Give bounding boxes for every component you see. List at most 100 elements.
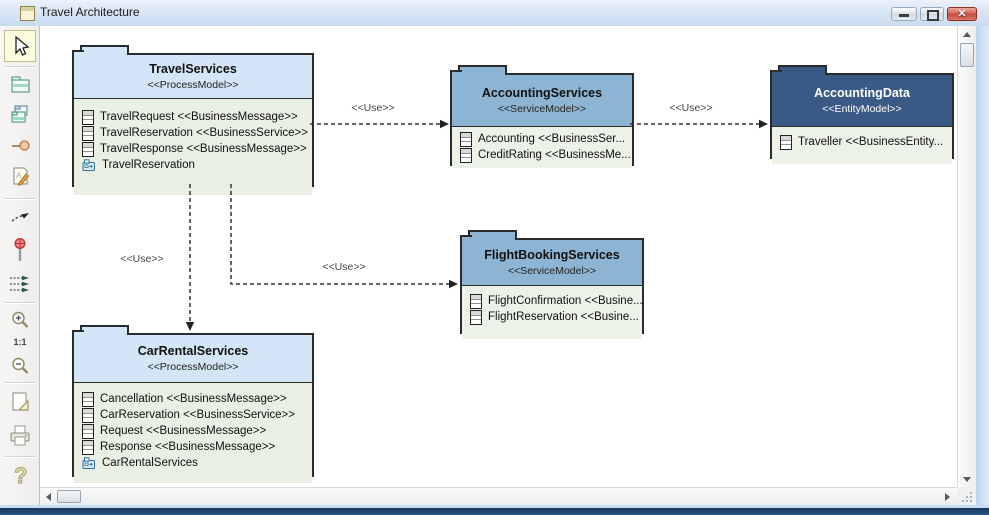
- package-icon: [11, 76, 30, 93]
- tool-pin[interactable]: [4, 130, 36, 158]
- package-item[interactable]: FlightConfirmation <<Busine...: [462, 293, 642, 309]
- arrow-left-icon: [45, 492, 51, 501]
- package-item[interactable]: TravelRequest <<BusinessMessage>>: [74, 109, 312, 125]
- package-tab-step: [770, 70, 782, 77]
- package-stereotype: <<ProcessModel>>: [147, 361, 239, 373]
- use-stereotype-label[interactable]: <<Use>>: [120, 253, 164, 265]
- item-label: Response <<BusinessMessage>>: [100, 441, 276, 453]
- close-button[interactable]: ✕: [947, 7, 977, 21]
- package-item[interactable]: TravelReservation: [74, 157, 312, 173]
- dependency-set-icon: [10, 275, 29, 293]
- package-stereotype: <<ProcessModel>>: [147, 79, 239, 91]
- package-travelservices[interactable]: TravelServices <<ProcessModel>> TravelRe…: [72, 45, 314, 195]
- tool-zoom-out[interactable]: [4, 352, 36, 380]
- class-icon: [82, 125, 94, 141]
- package-name: TravelServices: [149, 62, 237, 76]
- package-item[interactable]: CarReservation <<BusinessService>>: [74, 407, 312, 423]
- class-icon: [82, 109, 94, 125]
- item-label: TravelResponse <<BusinessMessage>>: [100, 143, 307, 155]
- package-item[interactable]: Request <<BusinessMessage>>: [74, 423, 312, 439]
- tool-pointer[interactable]: [4, 30, 36, 62]
- package-tab-step: [450, 70, 462, 77]
- tool-dependency-arrow[interactable]: [4, 202, 36, 230]
- vertical-scrollbar[interactable]: [957, 26, 976, 487]
- use-stereotype-label[interactable]: <<Use>>: [322, 261, 366, 273]
- svg-text:A: A: [16, 171, 22, 180]
- window-frame-bottom-edge: [0, 505, 989, 508]
- class-icon: [460, 131, 472, 147]
- use-stereotype-label[interactable]: <<Use>>: [669, 102, 713, 114]
- package-body: Traveller <<BusinessEntity...: [772, 127, 952, 164]
- restore-button[interactable]: [920, 7, 944, 21]
- package-carrentalservices[interactable]: CarRentalServices <<ProcessModel>> Cance…: [72, 325, 314, 483]
- window-frame-bottom: [0, 508, 989, 515]
- item-label: FlightConfirmation <<Busine...: [488, 295, 642, 307]
- toolbar-separator: [4, 456, 35, 457]
- package-item[interactable]: CarRentalServices: [74, 455, 312, 471]
- help-icon: ?: [14, 463, 28, 488]
- scroll-left-button[interactable]: [40, 488, 56, 505]
- package-item[interactable]: TravelResponse <<BusinessMessage>>: [74, 141, 312, 157]
- horizontal-scrollbar[interactable]: [40, 487, 957, 505]
- package-item[interactable]: CreditRating <<BusinessMe...: [452, 147, 632, 163]
- tool-new-package[interactable]: [4, 70, 36, 98]
- item-label: CarRentalServices: [102, 457, 198, 469]
- item-label: Accounting <<BusinessSer...: [478, 133, 626, 145]
- window-frame-right: [976, 26, 989, 505]
- package-tab-step: [72, 330, 84, 337]
- toolbar-separator: [4, 302, 35, 303]
- package-item[interactable]: Accounting <<BusinessSer...: [452, 131, 632, 147]
- pin-icon: [12, 140, 30, 151]
- minimize-button[interactable]: [891, 7, 917, 21]
- package-header: FlightBookingServices <<ServiceModel>>: [462, 240, 642, 286]
- scroll-down-button[interactable]: [958, 471, 976, 487]
- package-accountingservices[interactable]: AccountingServices <<ServiceModel>> Acco…: [450, 65, 634, 168]
- package-name: CarRentalServices: [137, 344, 249, 358]
- package-flightbookingservices[interactable]: FlightBookingServices <<ServiceModel>> F…: [460, 230, 644, 339]
- tool-edit-note[interactable]: A: [4, 160, 36, 192]
- item-label: CreditRating <<BusinessMe...: [478, 149, 631, 161]
- item-label: FlightReservation <<Busine...: [488, 311, 639, 323]
- package-item[interactable]: Traveller <<BusinessEntity...: [772, 134, 952, 150]
- package-body: TravelRequest <<BusinessMessage>> Travel…: [74, 99, 312, 195]
- package-item[interactable]: Cancellation <<BusinessMessage>>: [74, 391, 312, 407]
- resize-grip-icon: [962, 492, 972, 502]
- package-header: TravelServices <<ProcessModel>>: [74, 55, 312, 99]
- class-icon: [82, 141, 94, 157]
- package-item[interactable]: FlightReservation <<Busine...: [462, 309, 642, 325]
- scroll-right-button[interactable]: [939, 488, 955, 505]
- close-icon: ✕: [957, 8, 967, 20]
- package-tab-step: [460, 235, 472, 242]
- window-icon: [20, 6, 35, 21]
- dependency-arrow-icon: [11, 213, 29, 222]
- zoom-reset-label: 1:1: [13, 337, 27, 347]
- window-title: Travel Architecture: [40, 5, 140, 19]
- toolbar-separator: [4, 382, 35, 383]
- tool-page-setup[interactable]: [4, 386, 36, 418]
- scroll-up-button[interactable]: [958, 26, 976, 42]
- tool-zoom-reset[interactable]: 1:1: [4, 334, 36, 350]
- item-label: TravelReservation: [102, 159, 195, 171]
- tool-interface-pin[interactable]: [4, 232, 36, 268]
- package-header: AccountingData <<EntityModel>>: [772, 75, 952, 127]
- horizontal-scroll-thumb[interactable]: [57, 490, 81, 503]
- resize-grip[interactable]: [957, 487, 976, 505]
- class-icon: [82, 391, 94, 407]
- tool-zoom-in[interactable]: [4, 306, 36, 334]
- toolbar: A 1:1: [0, 26, 40, 505]
- toolbar-separator: [4, 198, 35, 199]
- page-setup-icon: [12, 392, 29, 411]
- vertical-scroll-thumb[interactable]: [960, 43, 974, 67]
- use-stereotype-label[interactable]: <<Use>>: [351, 102, 395, 114]
- item-label: TravelReservation <<BusinessService>>: [100, 127, 308, 139]
- tool-print[interactable]: [4, 420, 36, 452]
- tool-copy-packages[interactable]: [4, 100, 36, 128]
- package-item[interactable]: Response <<BusinessMessage>>: [74, 439, 312, 455]
- tool-dependency-set[interactable]: [4, 270, 36, 298]
- tool-help[interactable]: ?: [4, 460, 36, 492]
- package-accountingdata[interactable]: AccountingData <<EntityModel>> Traveller…: [770, 65, 954, 164]
- class-icon: [780, 134, 792, 150]
- print-icon: [10, 425, 30, 446]
- package-item[interactable]: TravelReservation <<BusinessService>>: [74, 125, 312, 141]
